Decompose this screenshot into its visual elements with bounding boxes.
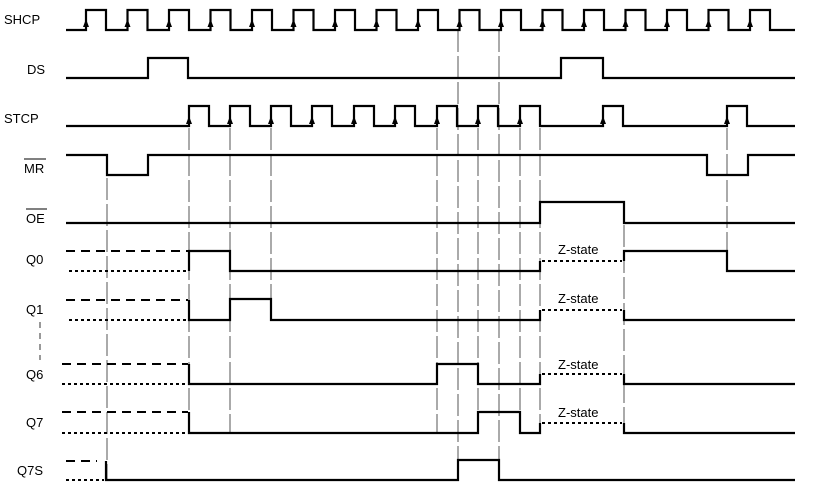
z-state-label-q1: Z-state	[558, 291, 598, 306]
z-state-label-q7: Z-state	[558, 405, 598, 420]
waveform-ds	[66, 56, 795, 80]
signal-label-shcp: SHCP	[4, 12, 40, 27]
waveform-q6-after	[622, 374, 795, 386]
rising-edge-arrow	[207, 19, 214, 27]
rising-edge-arrow	[456, 19, 463, 27]
signal-label-q0: Q0	[26, 252, 43, 267]
rising-edge-arrow	[351, 116, 357, 124]
waveform-q0	[187, 249, 542, 273]
rising-edge-arrow	[373, 19, 380, 27]
rising-edge-arrow	[539, 19, 546, 27]
rising-edge-arrow	[434, 116, 440, 124]
signal-label-oe: OE	[26, 211, 45, 226]
waveform-q7s	[104, 458, 795, 482]
waveform-oe	[66, 200, 795, 225]
rising-edge-arrow	[475, 116, 481, 124]
rising-edge-arrow	[227, 116, 233, 124]
signal-label-q6: Q6	[26, 367, 43, 382]
rising-edge-arrow	[249, 19, 255, 27]
rising-edge-arrow	[705, 19, 712, 27]
rising-edge-arrow	[392, 116, 398, 124]
rising-edge-arrow	[290, 19, 297, 27]
waveform-q1	[187, 297, 542, 322]
waveform-q7	[187, 410, 542, 435]
z-state-label-q6: Z-state	[558, 357, 598, 372]
rising-edge-arrow	[268, 116, 274, 124]
rising-edge-arrow	[124, 19, 131, 27]
rising-edge-arrow	[415, 19, 421, 27]
waveform-q1-after	[622, 310, 795, 322]
rising-edge-arrow	[309, 116, 315, 124]
signal-label-q7: Q7	[26, 415, 43, 430]
signal-label-mr: MR	[24, 161, 44, 176]
waveform-shcp	[66, 8, 795, 32]
rising-edge-arrow	[517, 116, 523, 124]
waveform-mr	[66, 153, 795, 177]
z-state-label-q0: Z-state	[558, 242, 598, 257]
signal-label-q1: Q1	[26, 302, 43, 317]
waveform-q0-after	[622, 249, 795, 273]
signal-label-ds: DS	[27, 62, 45, 77]
rising-edge-arrow	[581, 19, 587, 27]
waveform-stcp	[66, 104, 795, 128]
rising-edge-arrow	[664, 19, 670, 27]
rising-edge-arrow	[724, 116, 730, 124]
rising-edge-arrow	[166, 19, 172, 27]
rising-edge-arrow	[498, 19, 504, 27]
rising-edge-arrow	[622, 19, 629, 27]
waveform-q6	[187, 362, 542, 386]
rising-edge-arrow	[186, 116, 192, 124]
rising-edge-arrow	[747, 19, 753, 27]
rising-edge-arrow	[600, 116, 606, 124]
signal-label-stcp: STCP	[4, 111, 39, 126]
rising-edge-arrow	[332, 19, 338, 27]
waveform-q7-after	[622, 423, 795, 435]
rising-edge-arrow	[83, 19, 89, 27]
signal-label-q7s: Q7S	[17, 463, 43, 478]
